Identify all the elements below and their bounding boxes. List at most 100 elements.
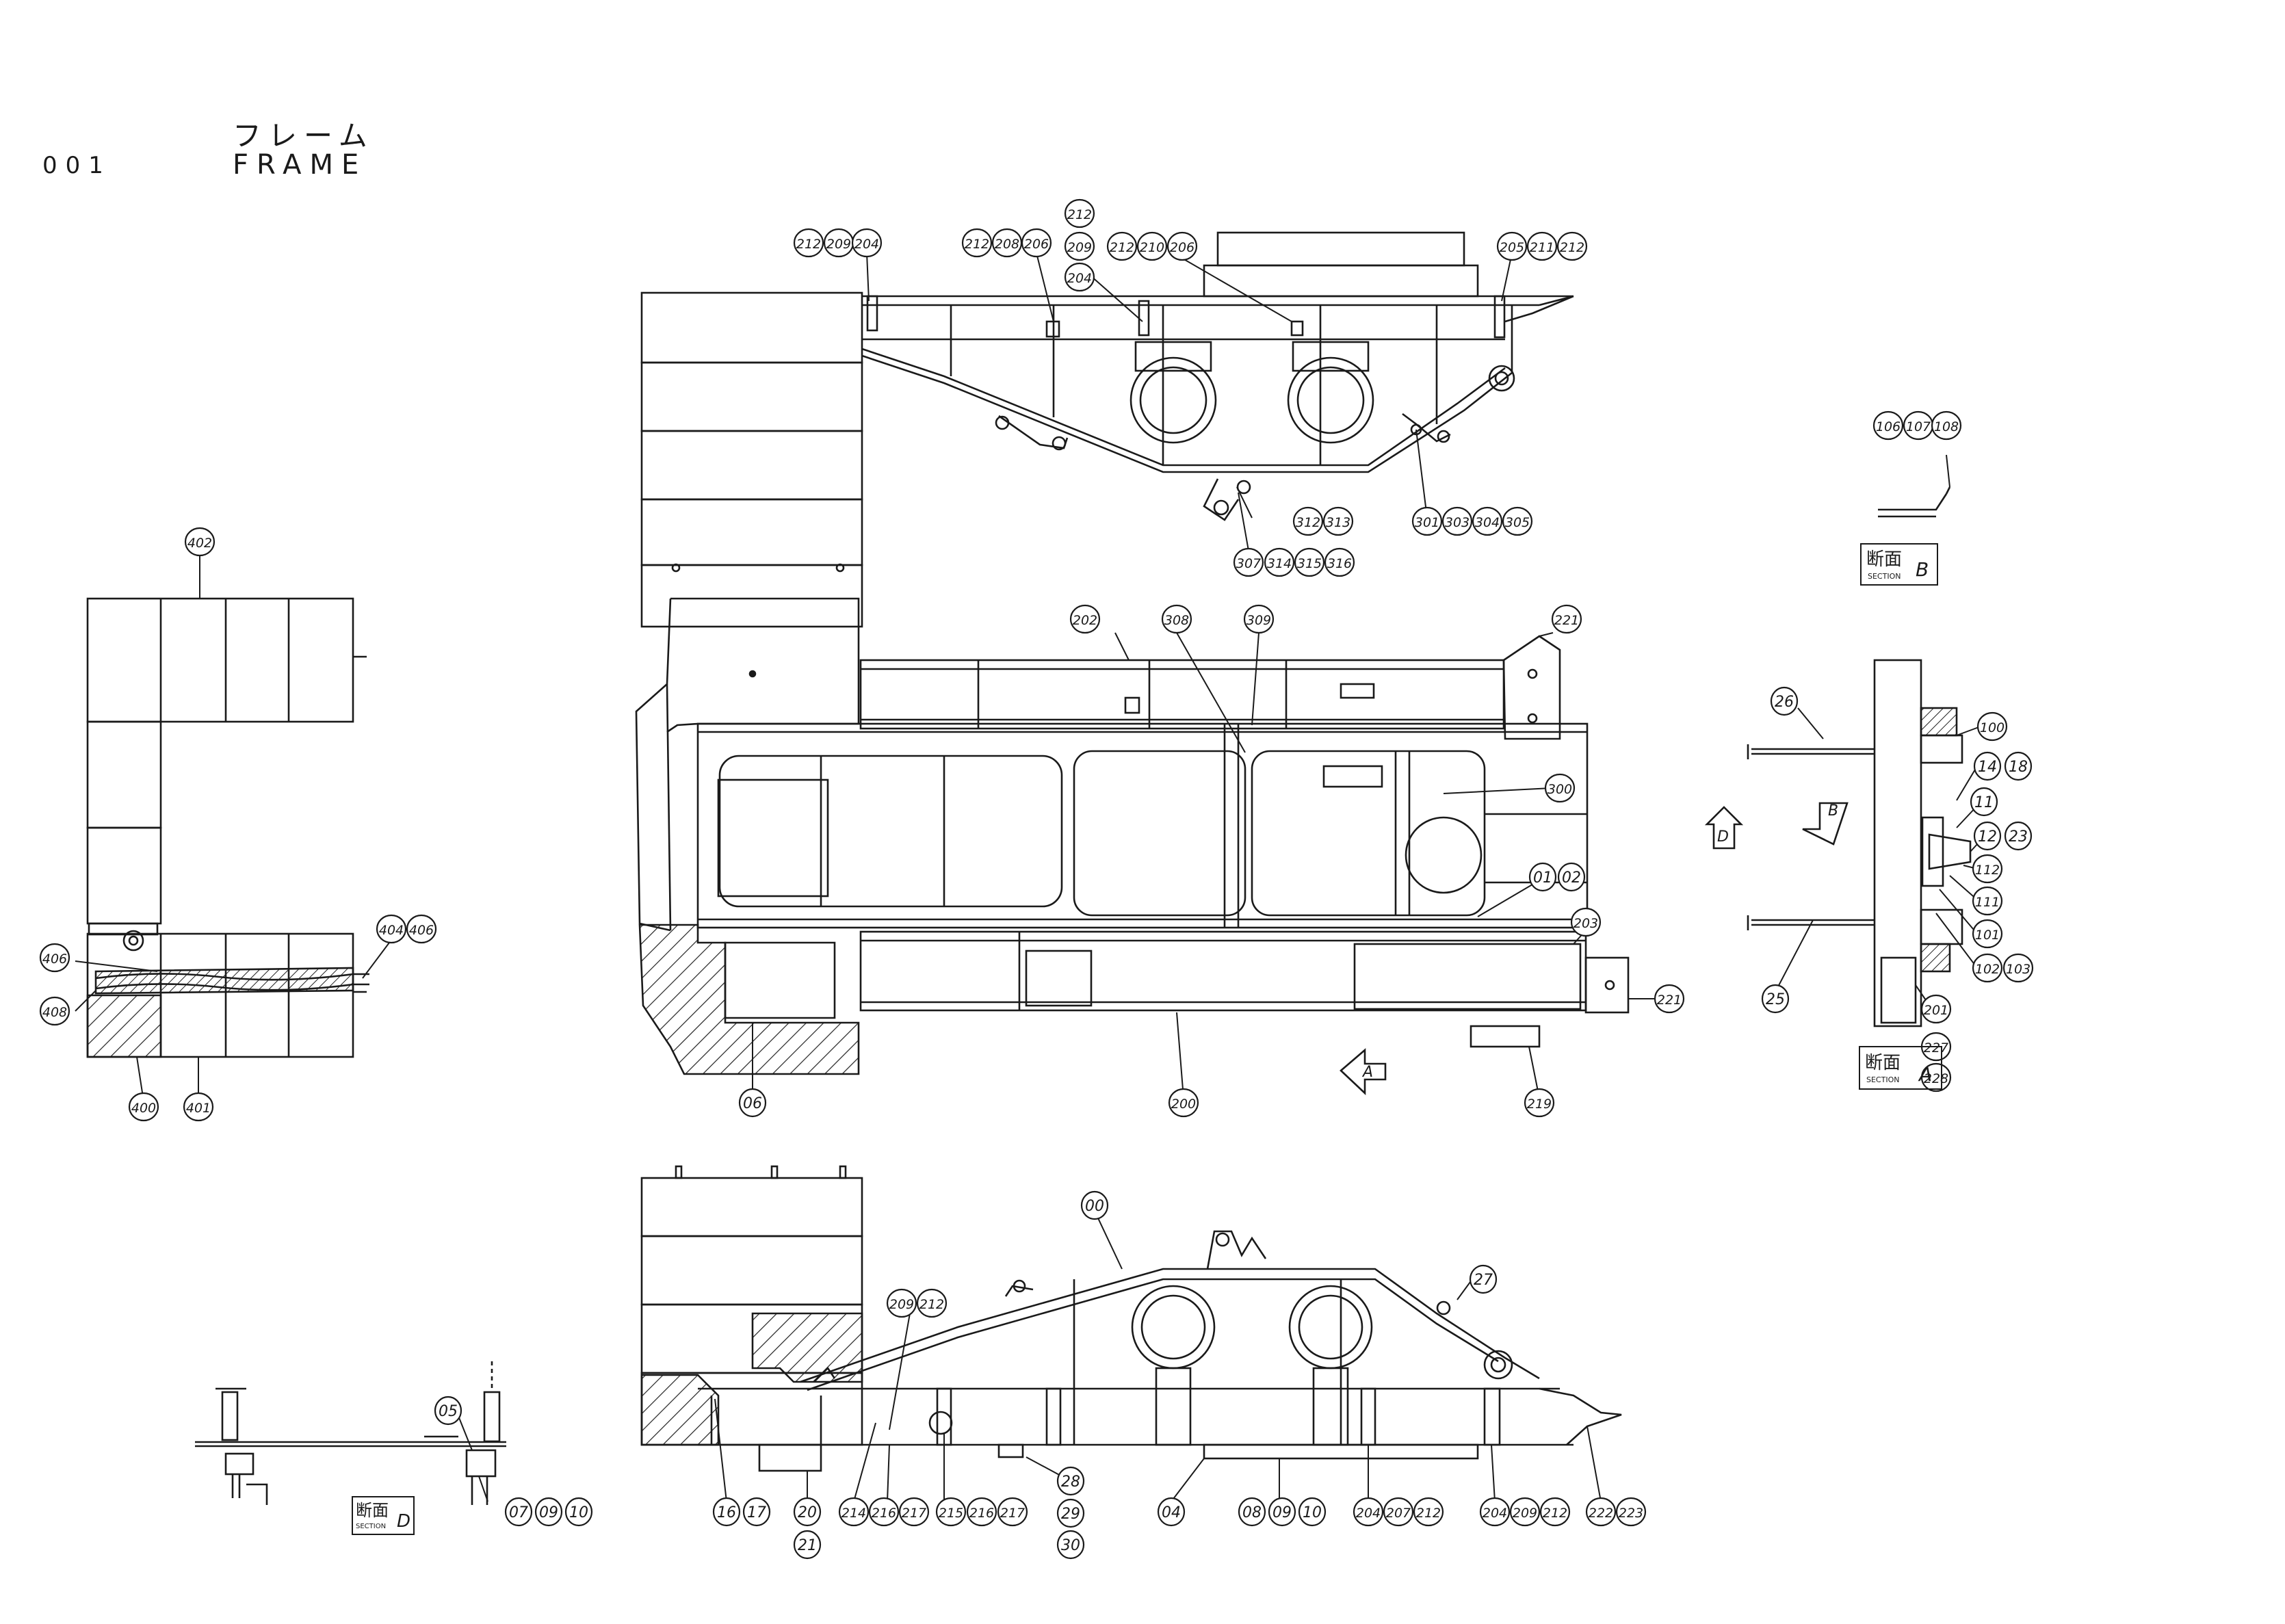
callout-c9: 204 [1064, 262, 1095, 292]
callout-c41: 01 [1528, 862, 1557, 892]
callout-label: 207 [1386, 1506, 1411, 1521]
callout-c38: 309 [1243, 604, 1275, 634]
callout-label: 12 [1978, 828, 1997, 846]
callout-label: 208 [995, 237, 1019, 252]
callout-c8: 209 [1064, 231, 1095, 261]
callout-c64: 00 [1080, 1190, 1109, 1220]
callout-c5: 208 [991, 228, 1023, 258]
callout-label: 402 [187, 536, 212, 551]
callout-c35: 401 [183, 1092, 214, 1122]
callout-label: 06 [743, 1095, 762, 1112]
callout-c94: 212 [1539, 1497, 1571, 1527]
callout-c26: 106 [1872, 410, 1904, 441]
callout-c36: 202 [1069, 604, 1101, 634]
callout-c33: 408 [39, 996, 70, 1026]
callout-c46: 200 [1168, 1088, 1199, 1118]
callout-label: 17 [747, 1504, 766, 1521]
callout-label: 21 [798, 1537, 817, 1554]
callout-c89: 204 [1353, 1497, 1384, 1527]
callout-label: 308 [1164, 613, 1189, 628]
callout-label: 05 [439, 1403, 458, 1420]
section-d-detail [195, 1361, 506, 1505]
callout-c85: 04 [1157, 1497, 1186, 1527]
callout-c18: 307 [1233, 547, 1264, 577]
callout-c78: 217 [898, 1497, 930, 1527]
callout-c80: 216 [966, 1497, 997, 1527]
svg-text:A: A [1918, 1063, 1932, 1086]
callout-label: 209 [889, 1297, 914, 1312]
callout-label: 25 [1766, 991, 1785, 1008]
callout-c15: 212 [1556, 231, 1588, 261]
callout-label: 212 [1560, 240, 1584, 255]
callout-label: 216 [872, 1506, 896, 1521]
callout-c70: 09 [534, 1497, 563, 1527]
section-a-detail [1747, 659, 1972, 1027]
callout-label: 212 [919, 1297, 944, 1312]
callout-c12: 206 [1166, 231, 1198, 261]
callout-label: 406 [42, 952, 67, 967]
callout-c58: 102 [1972, 953, 2003, 983]
callout-label: 204 [1356, 1506, 1381, 1521]
bottom-side-view [640, 1165, 1622, 1472]
callout-c52: 11 [1970, 787, 1998, 817]
callout-label: 204 [854, 237, 879, 252]
rear-section-view [86, 597, 369, 1058]
callout-c21: 316 [1324, 547, 1355, 577]
callout-label: 222 [1589, 1506, 1613, 1521]
callout-c14: 211 [1526, 231, 1558, 261]
callout-label: 212 [796, 237, 821, 252]
view-arrow-b-letter: B [1828, 802, 1838, 820]
callout-label: 08 [1242, 1504, 1262, 1521]
callout-label: 27 [1474, 1272, 1493, 1289]
callout-c59: 103 [2002, 953, 2034, 983]
callout-label: 314 [1267, 556, 1292, 571]
callout-label: 201 [1924, 1003, 1948, 1018]
callout-c63: 228 [1920, 1062, 1952, 1092]
callout-c40: 300 [1544, 773, 1576, 803]
callout-label: 02 [1562, 869, 1581, 887]
callout-label: 307 [1236, 556, 1261, 571]
callout-label: 200 [1171, 1097, 1196, 1112]
page-number: 001 [42, 152, 112, 179]
callout-c37: 308 [1161, 604, 1192, 634]
callout-label: 209 [1513, 1506, 1537, 1521]
callout-c44: 221 [1654, 984, 1685, 1014]
callout-label: 103 [2006, 962, 2031, 977]
view-arrow-d [1704, 806, 1744, 850]
callout-label: 301 [1415, 515, 1439, 530]
callout-c90: 207 [1383, 1497, 1414, 1527]
callout-label: 228 [1924, 1071, 1948, 1086]
callout-c88: 10 [1298, 1497, 1327, 1527]
svg-text:断面: 断面 [356, 1501, 389, 1520]
callout-label: 205 [1500, 240, 1524, 255]
callout-label: 30 [1061, 1537, 1080, 1554]
callout-c55: 112 [1972, 854, 2003, 884]
callout-c25: 305 [1502, 506, 1533, 536]
svg-text:SECTION: SECTION [356, 1523, 386, 1530]
svg-text:断面: 断面 [1866, 549, 1902, 570]
callout-label: 01 [1533, 869, 1552, 887]
callout-c29: 402 [184, 527, 216, 557]
callout-label: 219 [1527, 1097, 1552, 1112]
callout-label: 212 [965, 237, 989, 252]
callout-c19: 314 [1264, 547, 1295, 577]
callout-c42: 02 [1557, 862, 1586, 892]
callout-label: 101 [1975, 928, 2000, 943]
callout-label: 223 [1619, 1506, 1643, 1521]
callout-c82: 28 [1056, 1466, 1085, 1496]
callout-c4: 212 [961, 228, 993, 258]
callout-label: 316 [1327, 556, 1352, 571]
callout-c91: 212 [1413, 1497, 1444, 1527]
callout-c27: 107 [1903, 410, 1934, 441]
callout-c73: 17 [742, 1497, 771, 1527]
callout-label: 312 [1296, 515, 1320, 530]
callout-label: 303 [1445, 515, 1470, 530]
callout-label: 212 [1110, 240, 1134, 255]
top-side-view [640, 231, 1574, 628]
callout-c31: 406 [406, 914, 437, 944]
callout-c1: 212 [793, 228, 824, 258]
callout-c93: 209 [1509, 1497, 1541, 1527]
callout-label: 227 [1924, 1040, 1948, 1056]
